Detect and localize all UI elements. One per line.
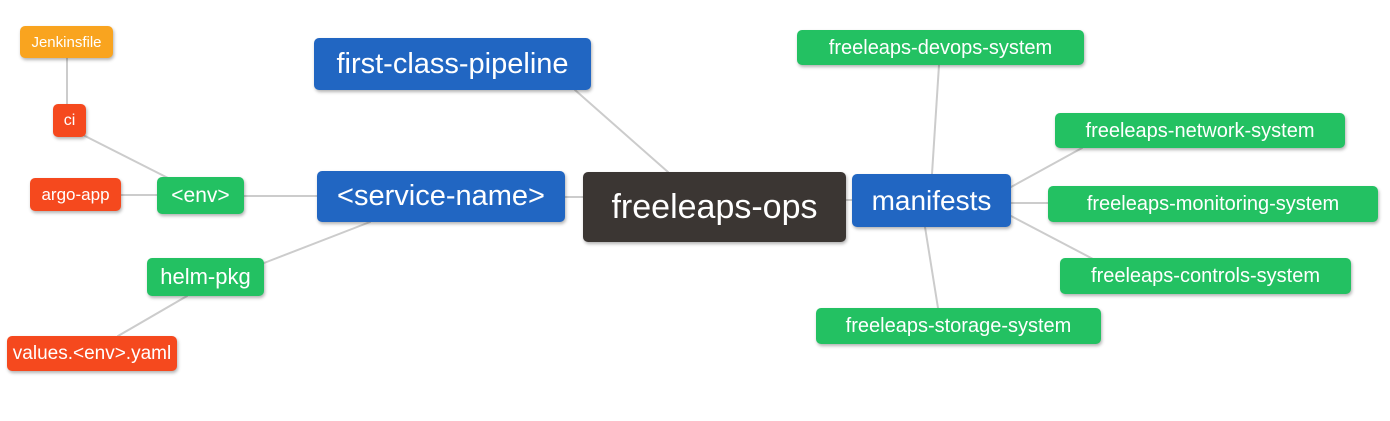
node-freeleaps-controls-system[interactable]: freeleaps-controls-system	[1060, 258, 1351, 294]
node-freeleaps-network-system[interactable]: freeleaps-network-system	[1055, 113, 1345, 148]
node-freeleaps-monitoring-system-label: freeleaps-monitoring-system	[1086, 193, 1340, 215]
node-freeleaps-network-system-label: freeleaps-network-system	[1085, 119, 1315, 142]
node-jenkinsfile[interactable]: Jenkinsfile	[20, 26, 113, 58]
node-freeleaps-devops-system-label: freeleaps-devops-system	[828, 36, 1053, 59]
edge-pipeline-freeleaps-ops	[574, 89, 669, 173]
edge-ci-env	[84, 135, 169, 179]
node-first-class-pipeline[interactable]: first-class-pipeline	[314, 38, 591, 90]
edge-service-name-helm-pkg	[263, 221, 371, 264]
node-manifests[interactable]: manifests	[852, 174, 1011, 227]
node-freeleaps-ops[interactable]: freeleaps-ops	[583, 172, 846, 242]
node-freeleaps-storage-system[interactable]: freeleaps-storage-system	[816, 308, 1101, 344]
node-freeleaps-storage-system-label: freeleaps-storage-system	[845, 315, 1072, 337]
node-first-class-pipeline-label: first-class-pipeline	[336, 47, 569, 80]
node-env[interactable]: <env>	[157, 177, 244, 214]
node-jenkinsfile-label: Jenkinsfile	[31, 33, 102, 51]
edge-manifests-controls-system	[1010, 215, 1094, 260]
node-ci[interactable]: ci	[53, 104, 86, 137]
edge-manifests-network-system	[1010, 147, 1083, 188]
edge-manifests-devops-system	[931, 64, 940, 175]
node-argo-app-label: argo-app	[41, 185, 110, 204]
node-argo-app[interactable]: argo-app	[30, 178, 121, 211]
edge-manifests-storage-system	[924, 226, 939, 309]
node-service-name[interactable]: <service-name>	[317, 171, 565, 222]
node-values-env-yaml-label: values.<env>.yaml	[12, 343, 172, 364]
node-freeleaps-monitoring-system[interactable]: freeleaps-monitoring-system	[1048, 186, 1378, 222]
node-values-env-yaml[interactable]: values.<env>.yaml	[7, 336, 177, 371]
node-helm-pkg-label: helm-pkg	[160, 264, 251, 289]
node-env-label: <env>	[171, 184, 230, 207]
node-service-name-label: <service-name>	[337, 180, 545, 212]
node-helm-pkg[interactable]: helm-pkg	[147, 258, 264, 296]
node-freeleaps-controls-system-label: freeleaps-controls-system	[1091, 265, 1320, 287]
node-ci-label: ci	[63, 111, 76, 129]
node-manifests-label: manifests	[871, 184, 992, 216]
node-freeleaps-devops-system[interactable]: freeleaps-devops-system	[797, 30, 1084, 65]
node-freeleaps-ops-label: freeleaps-ops	[611, 188, 818, 226]
edge-helm-pkg-values	[117, 295, 188, 337]
